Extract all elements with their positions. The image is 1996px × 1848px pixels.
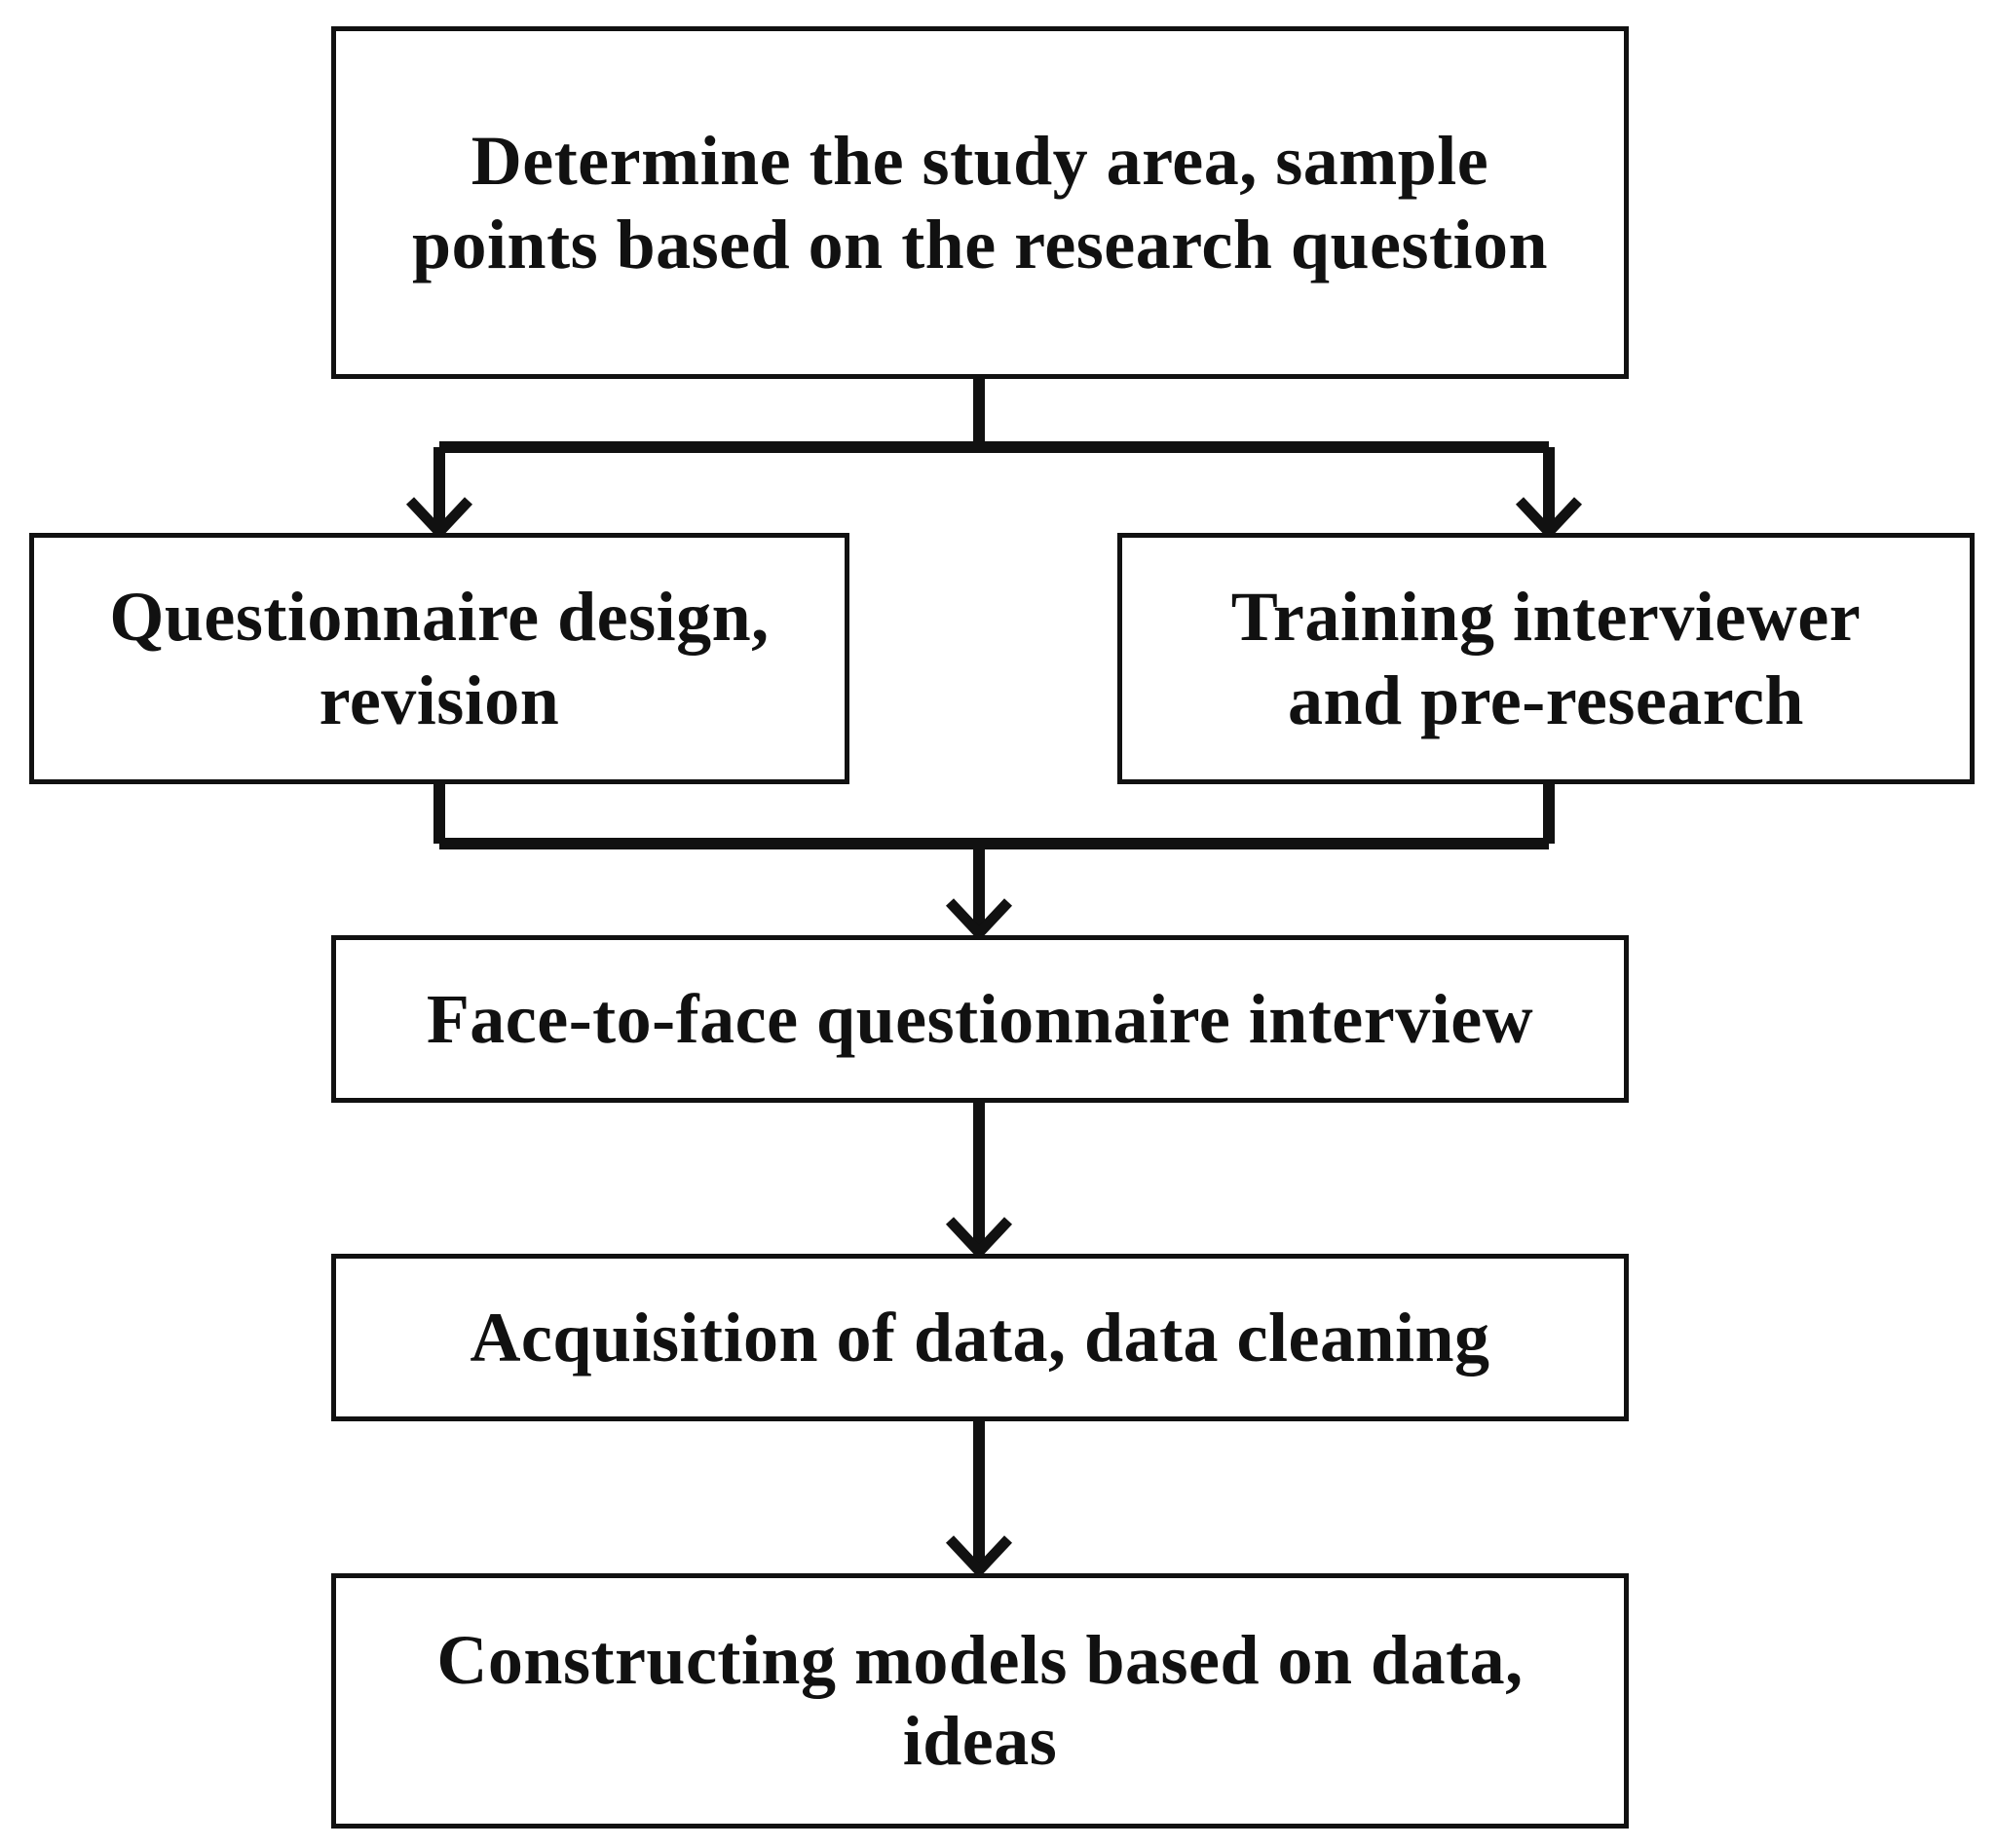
step-label: Face-to-face questionnaire interview	[426, 979, 1534, 1058]
step-label: Training interviewer and pre-research	[1230, 577, 1862, 739]
arrowhead-step2	[405, 497, 473, 541]
step-training-interviewer: Training interviewer and pre-research	[1117, 533, 1975, 784]
step-label: Determine the study area, sample points …	[412, 121, 1548, 283]
arrowhead-step6	[945, 1535, 1013, 1579]
step-constructing-models: Constructing models based on data, ideas	[331, 1573, 1629, 1829]
step-data-acquisition: Acquisition of data, data cleaning	[331, 1254, 1629, 1421]
step-questionnaire-design: Questionnaire design, revision	[29, 533, 849, 784]
step-face-to-face-interview: Face-to-face questionnaire interview	[331, 935, 1629, 1103]
step-label: Constructing models based on data, ideas	[436, 1621, 1524, 1780]
arrowhead-step3	[1515, 497, 1583, 541]
step-label: Acquisition of data, data cleaning	[470, 1298, 1490, 1377]
arrowhead-step5	[945, 1217, 1013, 1261]
step-determine-study-area: Determine the study area, sample points …	[331, 26, 1629, 379]
arrowhead-step4	[945, 898, 1013, 942]
step-label: Questionnaire design, revision	[109, 577, 770, 739]
